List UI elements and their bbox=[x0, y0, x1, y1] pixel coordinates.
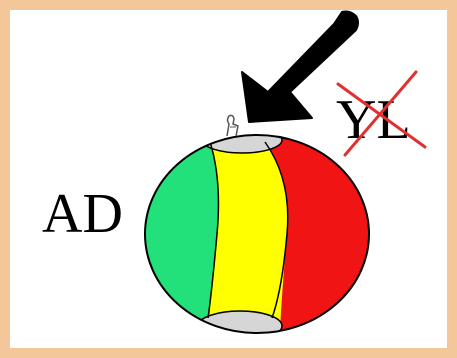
label-ad: AD bbox=[42, 183, 123, 245]
ball-stripe-middle bbox=[208, 140, 288, 330]
